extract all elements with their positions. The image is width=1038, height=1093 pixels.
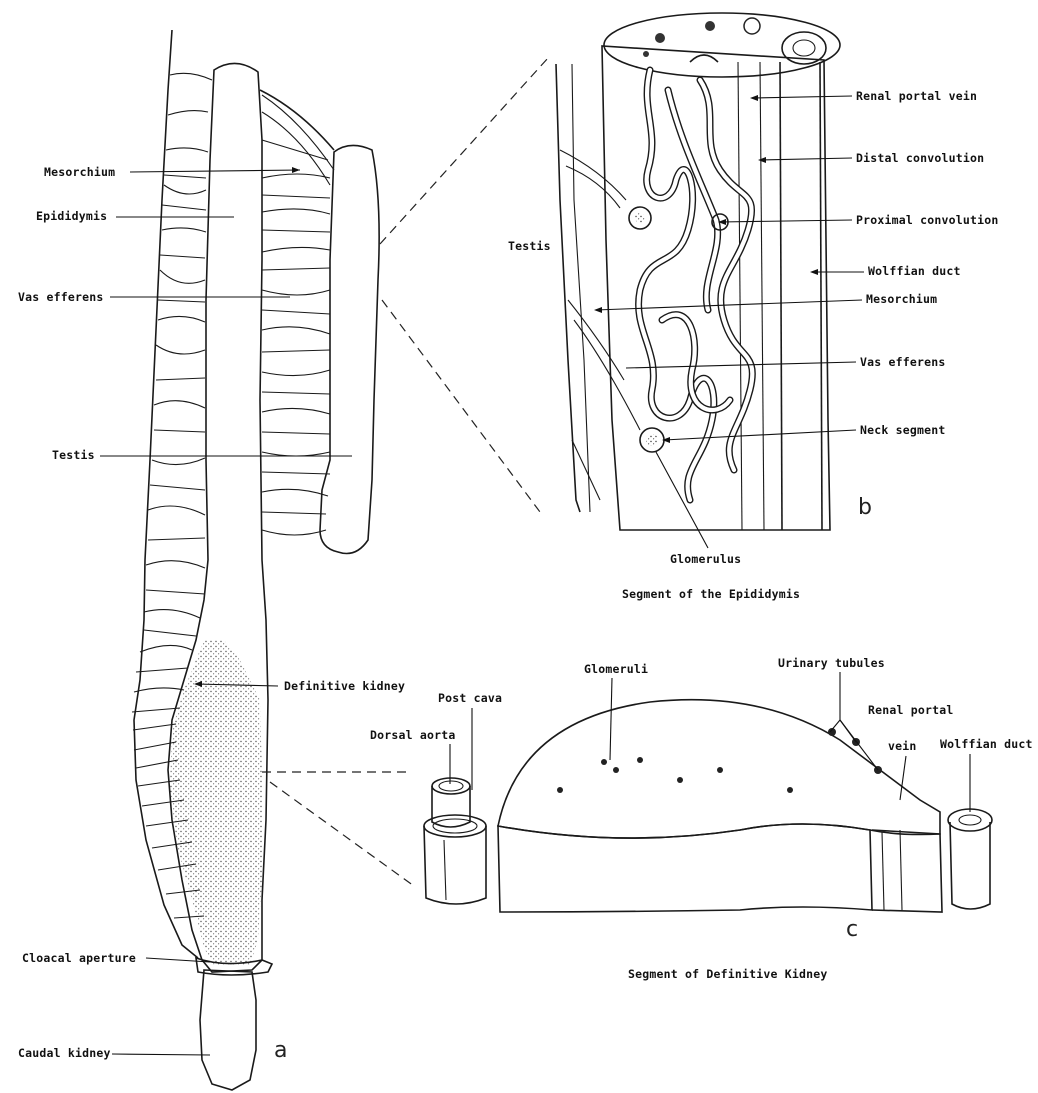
- label-post-cava: Post cava: [438, 691, 502, 705]
- label-vas-efferens-b: Vas efferens: [860, 355, 945, 369]
- label-renal-portal: Renal portal: [868, 703, 953, 717]
- vas-efferentia: [262, 95, 334, 535]
- label-mesorchium-b: Mesorchium: [866, 292, 937, 306]
- glomeruli-dots: [557, 728, 882, 793]
- label-testis: Testis: [52, 448, 95, 462]
- projection-lines: [262, 58, 548, 886]
- label-glomerulus: Glomerulus: [670, 552, 741, 566]
- label-urinary-tubules: Urinary tubules: [778, 656, 885, 670]
- label-mesorchium: Mesorchium: [44, 165, 115, 179]
- label-renal-portal-vein: Renal portal vein: [856, 89, 977, 103]
- label-proximal-convolution: Proximal convolution: [856, 213, 998, 227]
- label-dorsal-aorta: Dorsal aorta: [370, 728, 455, 742]
- label-vas-efferens: Vas efferens: [18, 290, 103, 304]
- kidney-block-cut-face: [498, 824, 872, 912]
- label-testis-b: Testis: [508, 239, 551, 253]
- label-neck-segment: Neck segment: [860, 423, 945, 437]
- label-wolffian-duct-b: Wolffian duct: [868, 264, 961, 278]
- panel-b-letter: b: [858, 495, 872, 520]
- label-glomeruli: Glomeruli: [584, 662, 648, 676]
- label-epididymis: Epididymis: [36, 209, 107, 223]
- panel-b-labels: Renal portal vein Distal convolution Pro…: [508, 89, 998, 601]
- panel-c-drawing: [424, 700, 992, 912]
- panel-a-drawing: [132, 30, 379, 1090]
- panel-b-drawing: [556, 13, 840, 530]
- panel-c-letter: c: [846, 917, 858, 942]
- label-cloacal-aperture: Cloacal aperture: [22, 951, 136, 965]
- label-vein: vein: [888, 739, 917, 753]
- caption-panel-c: Segment of Definitive Kidney: [628, 967, 827, 981]
- label-definitive-kidney: Definitive kidney: [284, 679, 405, 693]
- kidney-shading: [170, 640, 262, 965]
- label-wolffian-duct-c: Wolffian duct: [940, 737, 1033, 751]
- label-distal-convolution: Distal convolution: [856, 151, 984, 165]
- testis-body: [320, 145, 379, 553]
- panel-a-letter: a: [274, 1038, 287, 1063]
- caudal-kidney-body: [200, 970, 256, 1090]
- label-caudal-kidney: Caudal kidney: [18, 1046, 111, 1060]
- caption-panel-b: Segment of the Epididymis: [622, 587, 800, 601]
